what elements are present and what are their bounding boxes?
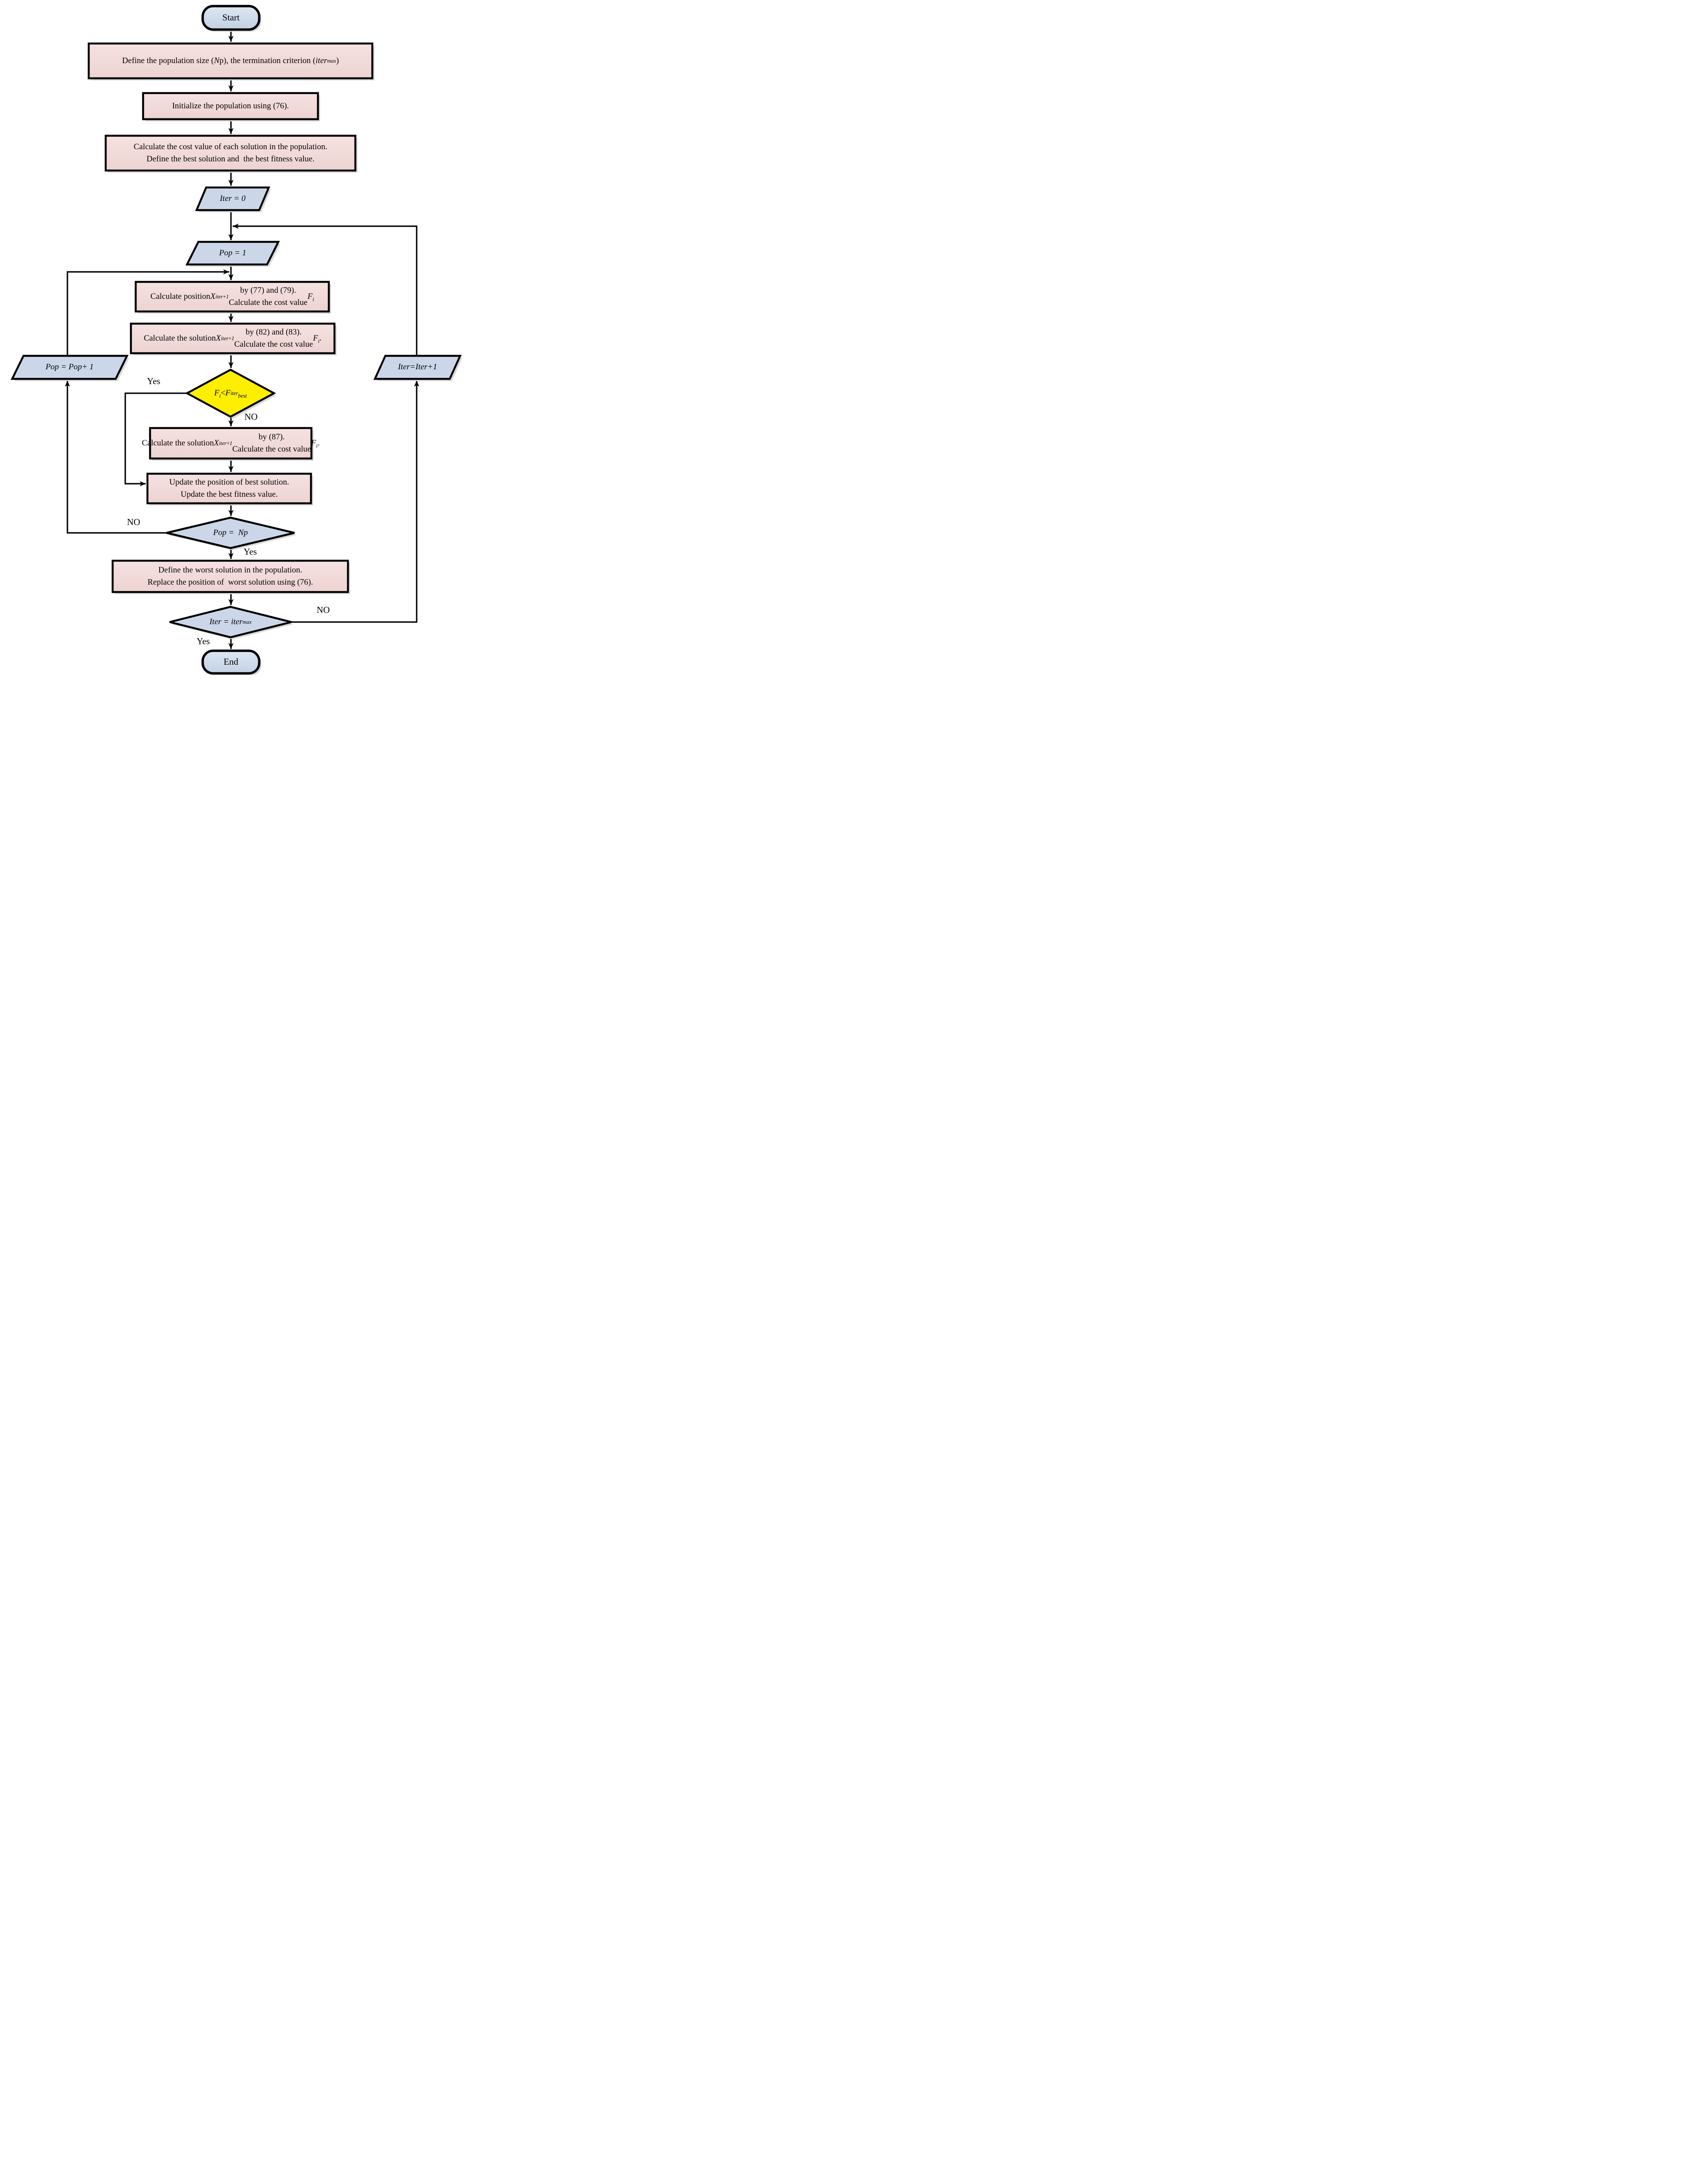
process-calc-solution-87-shape bbox=[149, 427, 313, 460]
terminator-end-label: End bbox=[224, 656, 238, 667]
data-pop-increment-label: Pop = Pop+ 1 bbox=[45, 362, 94, 372]
data-pop-one-label: Pop = 1 bbox=[219, 248, 247, 258]
fitness-no-label: NO bbox=[244, 412, 258, 422]
edge-iter-loop-return bbox=[233, 224, 418, 356]
edges bbox=[65, 30, 419, 649]
data-iter-increment-shape bbox=[373, 355, 462, 380]
terminator-start-shape bbox=[201, 5, 261, 31]
iter-check-no-label: NO bbox=[317, 605, 330, 615]
pop-check-yes-label: Yes bbox=[244, 546, 257, 557]
process-replace-worst-label: Define the worst solution in the populat… bbox=[147, 565, 313, 587]
decision-fitness-check-shape bbox=[185, 368, 276, 418]
flowchart-canvas bbox=[10, 5, 462, 675]
process-evaluate-shape bbox=[104, 134, 357, 172]
terminator-end-shape bbox=[201, 649, 261, 675]
edge-fitness-yes-to-update-best bbox=[124, 392, 187, 486]
process-update-best-shape bbox=[146, 472, 312, 505]
process-initialize-label: Initialize the population using (76). bbox=[172, 101, 289, 110]
process-update-best-label: Update the position of best solution.Upd… bbox=[169, 477, 289, 499]
edge-iter-check-no-to-iter-increment bbox=[291, 381, 419, 623]
process-initialize-shape bbox=[142, 92, 319, 120]
terminator-start-label: Start bbox=[222, 12, 240, 23]
edge-pop-check-no-to-pop-increment bbox=[65, 381, 167, 534]
decision-iter-check-shape bbox=[169, 606, 292, 639]
shapes bbox=[10, 5, 462, 675]
edge-pop-loop-return bbox=[67, 269, 229, 355]
process-calc-position-shape bbox=[134, 281, 330, 313]
data-iter-zero-shape bbox=[195, 186, 271, 211]
decision-pop-check-label: Pop = Np bbox=[213, 528, 248, 537]
iter-check-yes-label: Yes bbox=[197, 636, 210, 646]
process-define-inputs-shape bbox=[87, 42, 374, 80]
data-iter-zero-label: Iter = 0 bbox=[220, 194, 246, 203]
data-iter-increment-label: Iter=Iter+1 bbox=[398, 362, 437, 372]
decision-pop-check-shape bbox=[166, 516, 295, 549]
process-replace-worst-shape bbox=[111, 559, 349, 593]
process-calc-solution-82-83-shape bbox=[130, 322, 336, 355]
pop-check-no-label: NO bbox=[127, 517, 140, 527]
fitness-yes-label: Yes bbox=[147, 376, 160, 386]
process-evaluate-label: Calculate the cost value of each solutio… bbox=[134, 142, 328, 164]
data-pop-one-shape bbox=[185, 241, 280, 266]
data-pop-increment-shape bbox=[10, 355, 129, 380]
